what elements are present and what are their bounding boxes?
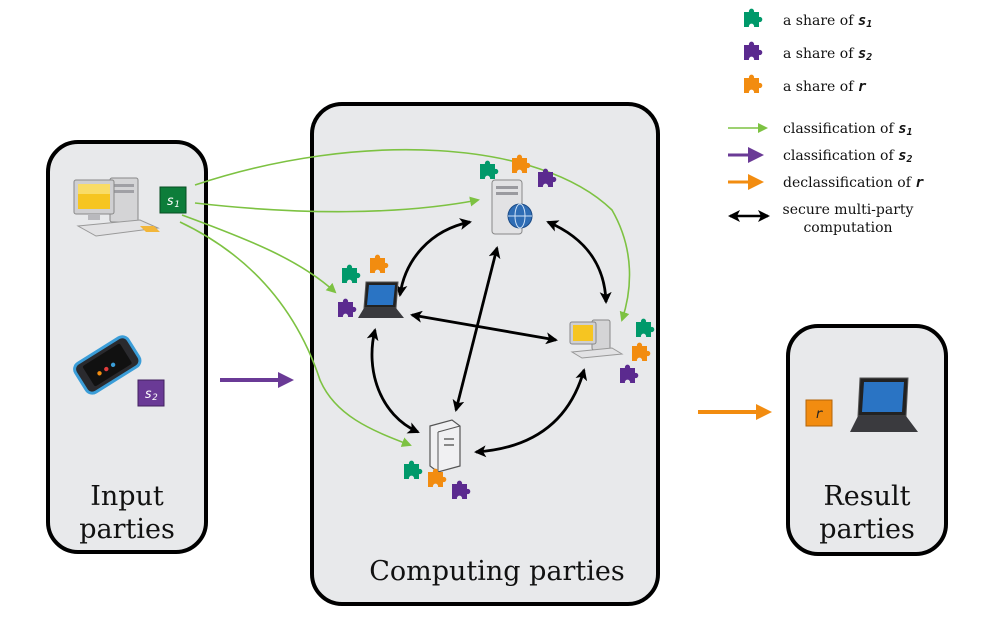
- legend: a share of s1 a share of s2 a share of r…: [728, 8, 924, 236]
- svg-text:s1: s1: [166, 194, 179, 210]
- s1-chip-sub: 1: [174, 200, 179, 210]
- laptop-icon: [850, 377, 918, 432]
- server-desktop-arrow: [546, 220, 612, 304]
- input-panel-title-line2: parties: [79, 514, 175, 545]
- legend-share-r: a share of r: [783, 79, 867, 95]
- legend-class-s1: classification of s1: [783, 121, 913, 138]
- s1-secret-chip: s1: [159, 186, 187, 214]
- svg-text:s2: s2: [144, 387, 157, 403]
- desktop-computer-icon: [569, 319, 624, 359]
- s1-to-webserver-arrow: [194, 196, 480, 213]
- legend-share-s2: a share of s2: [783, 46, 872, 63]
- legend-declass-r: declassification of r: [783, 175, 924, 191]
- desktop-computer-icon: [73, 177, 160, 237]
- web-server-icon: [491, 179, 533, 235]
- puzzle-piece-icon: [744, 41, 763, 60]
- s2-chip-sub: 2: [152, 393, 157, 403]
- input-panel-title-line1: Input: [90, 481, 164, 512]
- laptop-icon: [358, 281, 404, 318]
- tower-server-icon: [429, 419, 461, 473]
- s1-to-desktop-arrow: [194, 148, 631, 322]
- legend-class-s2: classification of s2: [783, 148, 913, 165]
- laptop-tower-arrow: [366, 328, 420, 434]
- server-tower-arrow: [452, 246, 501, 412]
- mpc-arrows: [366, 218, 612, 458]
- puzzle-piece-icon: [744, 8, 763, 27]
- legend-share-s1: a share of s1: [783, 13, 872, 30]
- puzzle-piece-icon: [744, 74, 763, 93]
- s1-to-laptop-arrow: [181, 214, 337, 294]
- smartphone-icon: [73, 335, 142, 395]
- s2-secret-chip: s2: [137, 379, 165, 407]
- s1-chip-var: s: [166, 194, 174, 209]
- server-laptop-arrow: [395, 218, 472, 297]
- legend-smpc-line2: computation: [803, 220, 892, 236]
- r-result-chip: r: [805, 399, 833, 427]
- result-panel-title-line1: Result: [823, 481, 910, 512]
- desktop-tower-arrow: [474, 368, 588, 458]
- result-panel-title-line2: parties: [819, 514, 915, 545]
- r-chip-var: r: [815, 407, 823, 422]
- s2-chip-var: s: [144, 387, 152, 402]
- legend-smpc-line1: secure multi-party: [783, 202, 914, 218]
- computing-panel-title: Computing parties: [369, 556, 625, 587]
